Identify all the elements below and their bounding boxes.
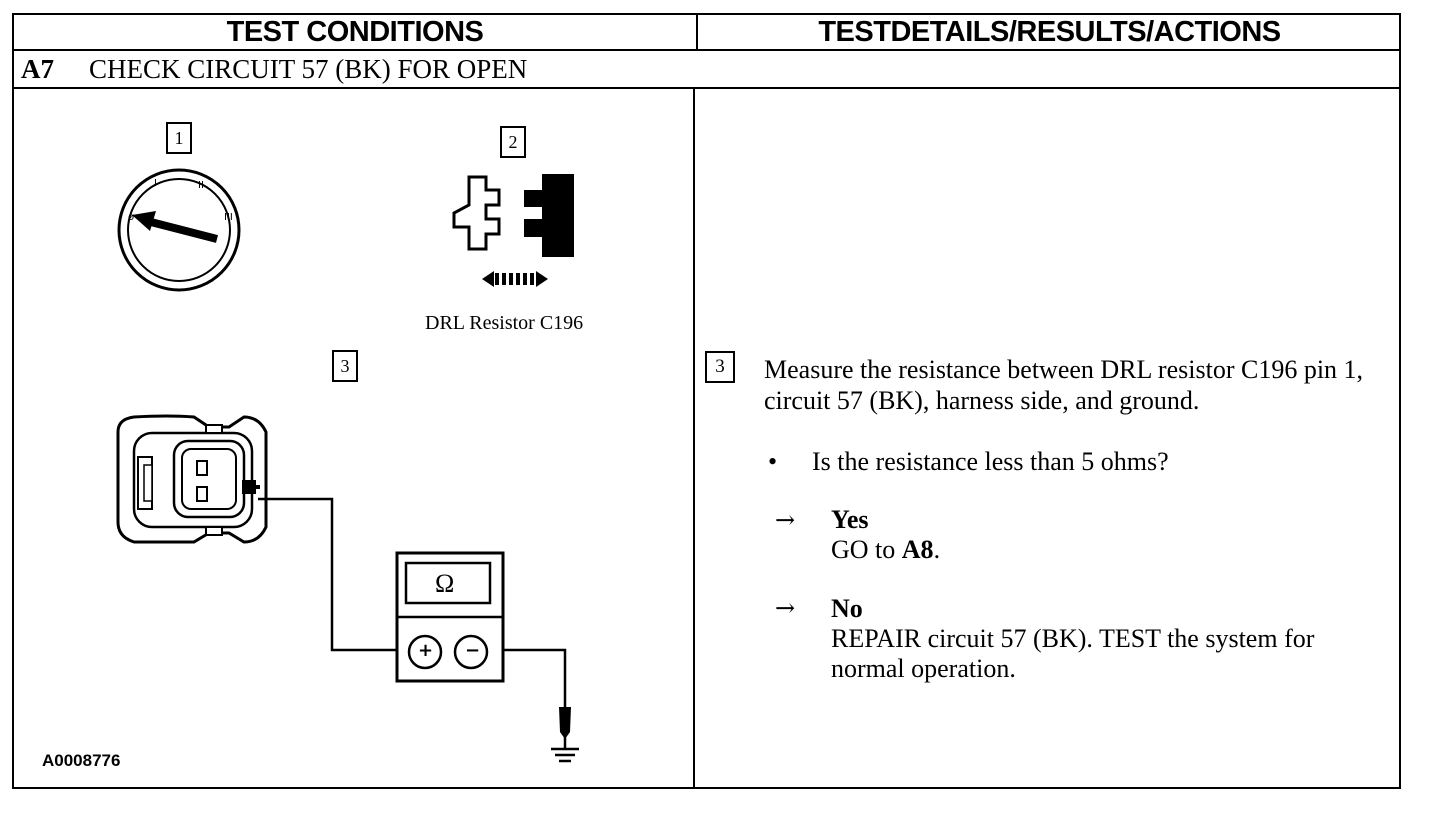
test-details-header: TESTDETAILS/RESULTS/ACTIONS: [818, 15, 1281, 48]
question-bullet: •: [768, 447, 778, 476]
test-leads: [258, 497, 567, 707]
no-answer: No REPAIR circuit 57 (BK). TEST the syst…: [831, 594, 1371, 684]
connector-disconnect-icon: [452, 174, 574, 287]
test-conditions-header: TEST CONDITIONS: [226, 15, 484, 48]
callout-1: 1: [166, 122, 192, 154]
yes-action-prefix: GO to: [831, 535, 902, 564]
meter-ohm-symbol: Ω: [435, 569, 455, 598]
step-rule: [14, 87, 1399, 89]
header-divider: [696, 15, 698, 49]
yes-answer: Yes GO to A8.: [831, 505, 940, 565]
no-action: REPAIR circuit 57 (BK). TEST the system …: [831, 624, 1315, 683]
meter-minus-terminal: −: [465, 640, 481, 661]
detail-step-number: 3: [705, 351, 735, 383]
no-arrow-icon: →: [775, 594, 796, 622]
callout-3: 3: [332, 350, 358, 382]
step-id: A7: [21, 53, 54, 84]
callout-2: 2: [500, 126, 526, 158]
measure-instruction: Measure the resistance between DRL resis…: [764, 355, 1364, 415]
ignition-switch-icon: ø I II III: [117, 168, 241, 292]
svg-text:II: II: [198, 180, 204, 191]
yes-action: GO to A8.: [831, 535, 940, 565]
yes-action-target[interactable]: A8: [901, 535, 934, 564]
yes-action-suffix: .: [933, 535, 941, 564]
svg-text:III: III: [224, 212, 233, 223]
ground-symbol-icon: [551, 707, 579, 763]
figure-id: A0008776: [42, 751, 121, 770]
no-label: No: [831, 594, 863, 623]
header-rule: [14, 49, 1399, 51]
step-title: CHECK CIRCUIT 57 (BK) FOR OPEN: [89, 53, 528, 84]
test-table: TEST CONDITIONS TESTDETAILS/RESULTS/ACTI…: [12, 13, 1401, 789]
svg-text:ø: ø: [128, 212, 134, 223]
connector-caption: DRL Resistor C196: [425, 312, 584, 334]
harness-connector-icon: [116, 414, 268, 544]
column-divider: [693, 89, 695, 789]
yes-arrow-icon: →: [775, 506, 796, 534]
test-illustration: ø I II III: [116, 168, 579, 763]
svg-text:I: I: [154, 178, 157, 189]
meter-plus-terminal: +: [418, 640, 434, 661]
ohmmeter-icon: [395, 551, 505, 683]
step-title-row: A7 CHECK CIRCUIT 57 (BK) FOR OPEN: [14, 51, 527, 87]
resistance-question: Is the resistance less than 5 ohms?: [812, 447, 1169, 476]
yes-label: Yes: [831, 505, 869, 534]
